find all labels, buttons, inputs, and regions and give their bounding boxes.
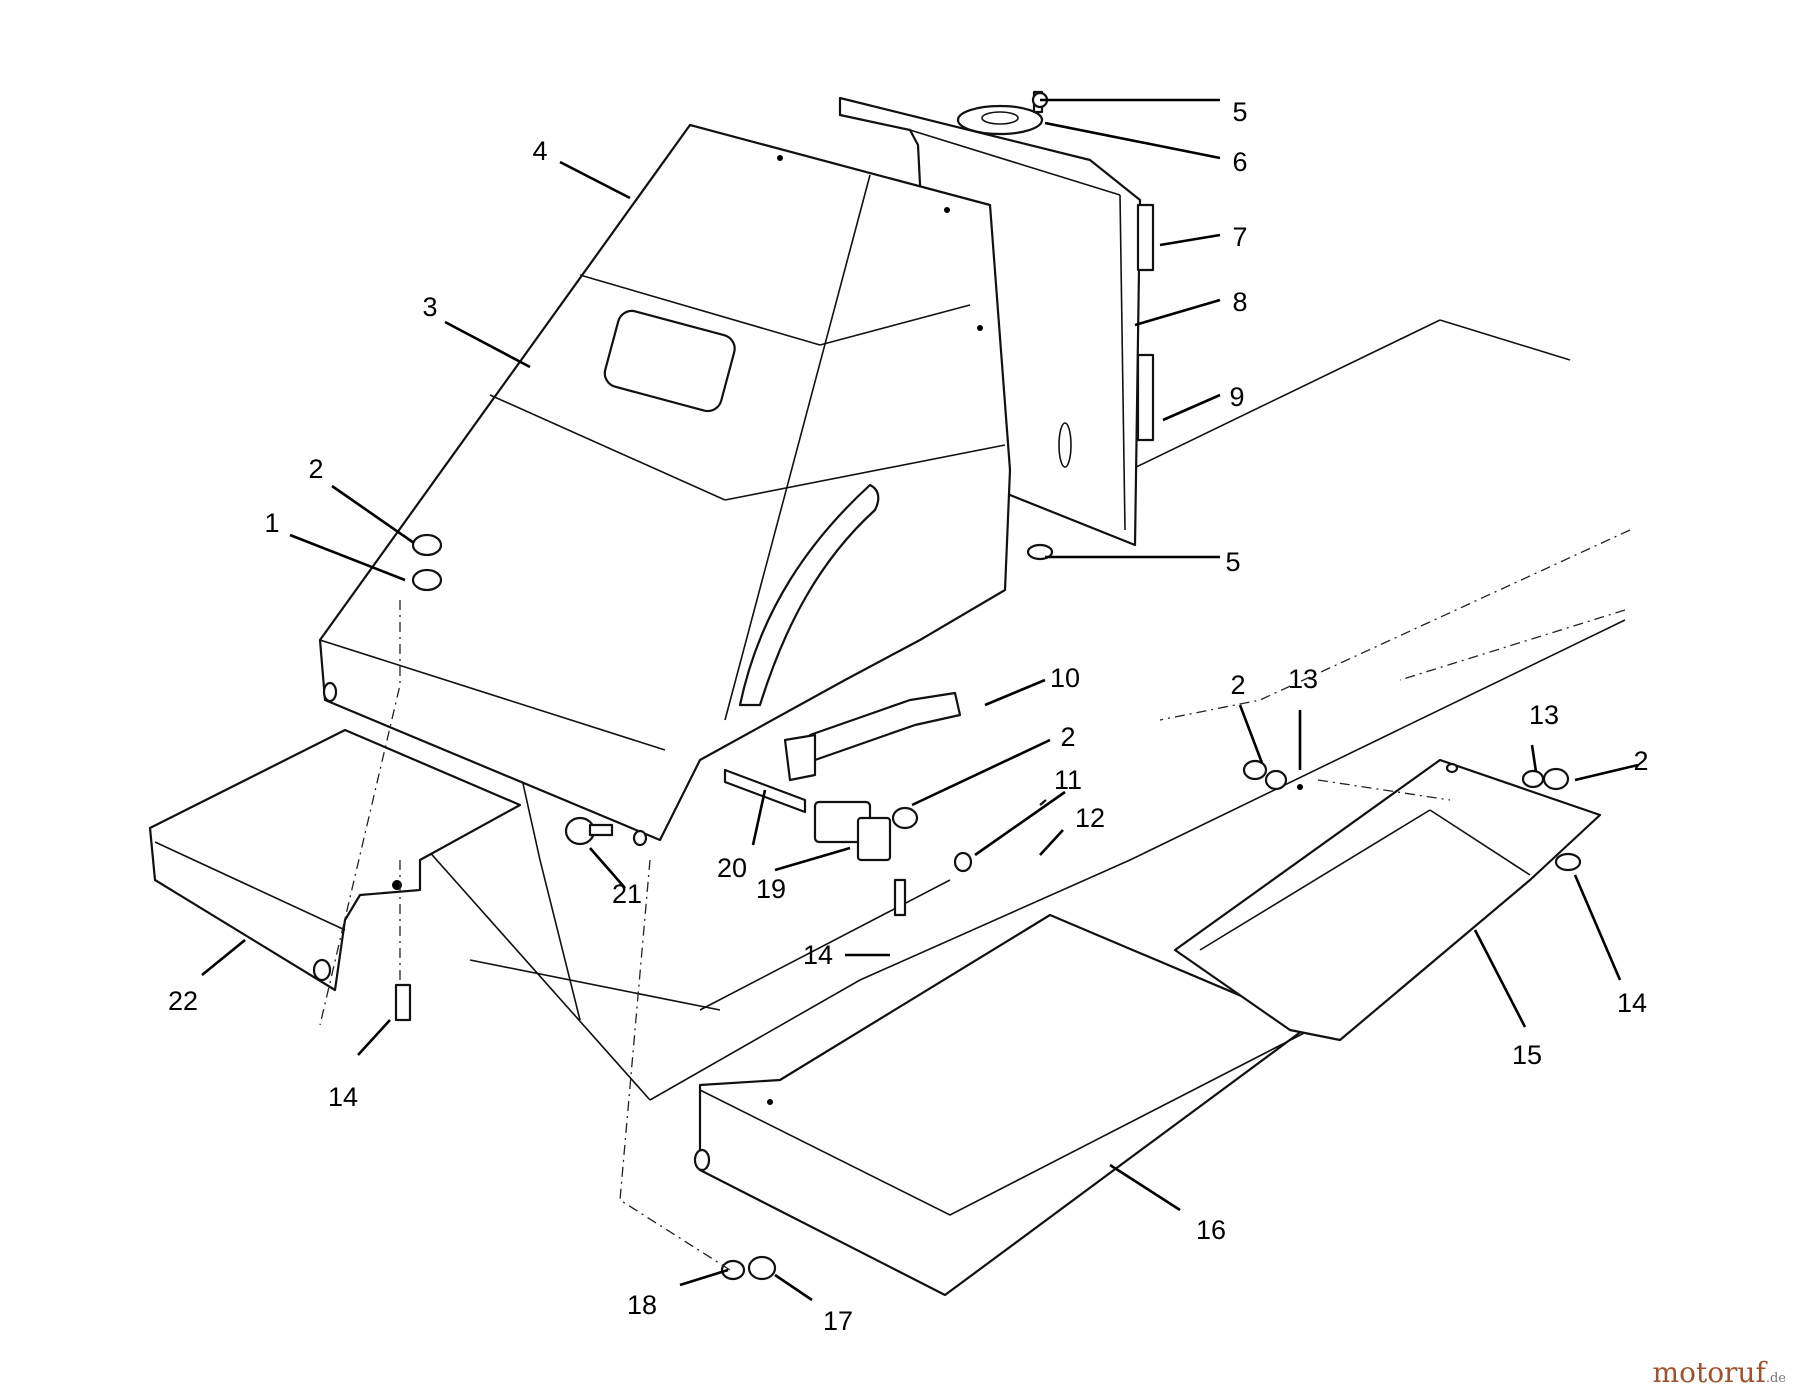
callout-8: 8 xyxy=(1232,287,1247,317)
callout-5-middle: 5 xyxy=(1225,547,1240,577)
top-plate xyxy=(956,90,1044,136)
callout-2-right: 2 xyxy=(1230,670,1245,700)
callout-16: 16 xyxy=(1196,1215,1226,1245)
callout-2-hinge: 2 xyxy=(1060,722,1075,752)
callout-13-right: 13 xyxy=(1529,700,1559,730)
callout-22: 22 xyxy=(168,986,198,1016)
alignment-lines xyxy=(319,600,1451,1271)
callout-20: 20 xyxy=(717,853,747,883)
callout-6: 6 xyxy=(1232,147,1247,177)
callout-11: 11 xyxy=(1054,765,1082,795)
callout-19: 19 xyxy=(756,874,786,904)
callout-14-center: 14 xyxy=(803,940,833,970)
callout-14-left: 14 xyxy=(328,1082,358,1112)
right-deflector xyxy=(1173,758,1602,1042)
left-guard xyxy=(148,728,522,992)
hardware xyxy=(394,91,1582,1281)
callout-17: 17 xyxy=(823,1306,853,1336)
deck-frame xyxy=(329,319,1631,1101)
callout-9: 9 xyxy=(1229,382,1244,412)
hinge-assembly xyxy=(564,691,1047,917)
callout-12: 12 xyxy=(1075,803,1105,833)
chute-housing xyxy=(318,123,1072,842)
callout-10: 10 xyxy=(1050,663,1080,693)
callout-3: 3 xyxy=(422,292,437,322)
callout-5-top: 5 xyxy=(1232,97,1247,127)
callout-13-middle: 13 xyxy=(1288,664,1318,694)
leader-lines xyxy=(201,98,1639,1302)
watermark-tld: .de xyxy=(1765,1371,1786,1386)
callout-18: 18 xyxy=(627,1290,657,1320)
callout-1: 1 xyxy=(264,508,279,538)
watermark-logo: motoruf.de xyxy=(1653,1356,1786,1389)
watermark-brand: motoruf xyxy=(1652,1356,1766,1389)
callout-21: 21 xyxy=(612,879,642,909)
callout-14-right: 14 xyxy=(1617,988,1647,1018)
callout-4: 4 xyxy=(532,136,547,166)
callout-2-far-right: 2 xyxy=(1633,746,1648,776)
callout-2-top-left: 2 xyxy=(308,454,323,484)
callout-15: 15 xyxy=(1512,1040,1542,1070)
callout-7: 7 xyxy=(1232,222,1247,252)
callout-numbers: 1 2 3 4 5 5 6 7 8 9 10 2 11 12 19 20 21 … xyxy=(168,97,1649,1336)
